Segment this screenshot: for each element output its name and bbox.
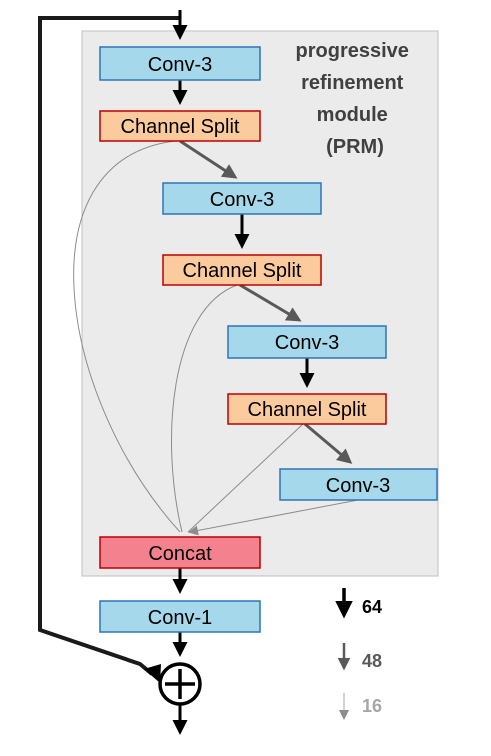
- conv1-box-label: Conv-1: [148, 607, 212, 629]
- module-title-line-4: (PRM): [326, 136, 384, 158]
- channel-split-box-c-label: Channel Split: [248, 399, 367, 421]
- legend-item-64: 64: [335, 588, 382, 619]
- conv3-box-a-label: Conv-3: [148, 54, 212, 76]
- channel-split-box-a: Channel Split: [99, 110, 261, 142]
- conv3-box-a: Conv-3: [99, 46, 261, 81]
- legend-label-16: 16: [362, 696, 382, 716]
- skip-line-split-c-to-concat: [187, 423, 304, 533]
- legend-label-64: 64: [362, 597, 382, 617]
- legend-label-48: 48: [362, 651, 382, 671]
- legend: 64 48 16: [335, 588, 382, 720]
- arrow-split-b-to-conv3-c: [239, 283, 302, 322]
- conv3-box-c-label: Conv-3: [275, 332, 339, 354]
- skip-line-split-a-to-concat: [73, 140, 181, 533]
- channel-split-box-a-label: Channel Split: [121, 116, 240, 138]
- module-title-line-2: refinement: [301, 72, 404, 94]
- legend-item-48: 48: [337, 643, 382, 671]
- skip-line-split-b-to-concat: [171, 284, 238, 533]
- concat-box-label: Concat: [148, 543, 212, 565]
- module-title-line-1: progressive: [296, 40, 409, 62]
- residual-path: [38, 16, 180, 676]
- arrow-split-a-to-conv3-b: [179, 139, 238, 179]
- elementwise-add-icon: [158, 662, 202, 706]
- channel-split-box-c: Channel Split: [227, 393, 387, 425]
- channel-split-box-b: Channel Split: [162, 254, 322, 286]
- conv3-box-b: Conv-3: [162, 182, 322, 215]
- conv3-box-d: Conv-3: [279, 468, 438, 501]
- module-title: progressive refinement module (PRM): [296, 40, 415, 158]
- skip-line-conv3-d-to-concat: [188, 499, 359, 536]
- conv3-box-d-label: Conv-3: [326, 475, 390, 497]
- legend-item-16: 16: [339, 693, 382, 720]
- arrow-split-c-to-conv3-d: [304, 422, 353, 464]
- concat-box: Concat: [99, 536, 261, 569]
- module-title-line-3: module: [317, 104, 388, 126]
- residual-arrowhead: [144, 664, 161, 683]
- conv1-box: Conv-1: [99, 600, 261, 633]
- channel-split-box-b-label: Channel Split: [183, 260, 302, 282]
- conv3-box-b-label: Conv-3: [210, 189, 274, 211]
- conv3-box-c: Conv-3: [227, 325, 387, 359]
